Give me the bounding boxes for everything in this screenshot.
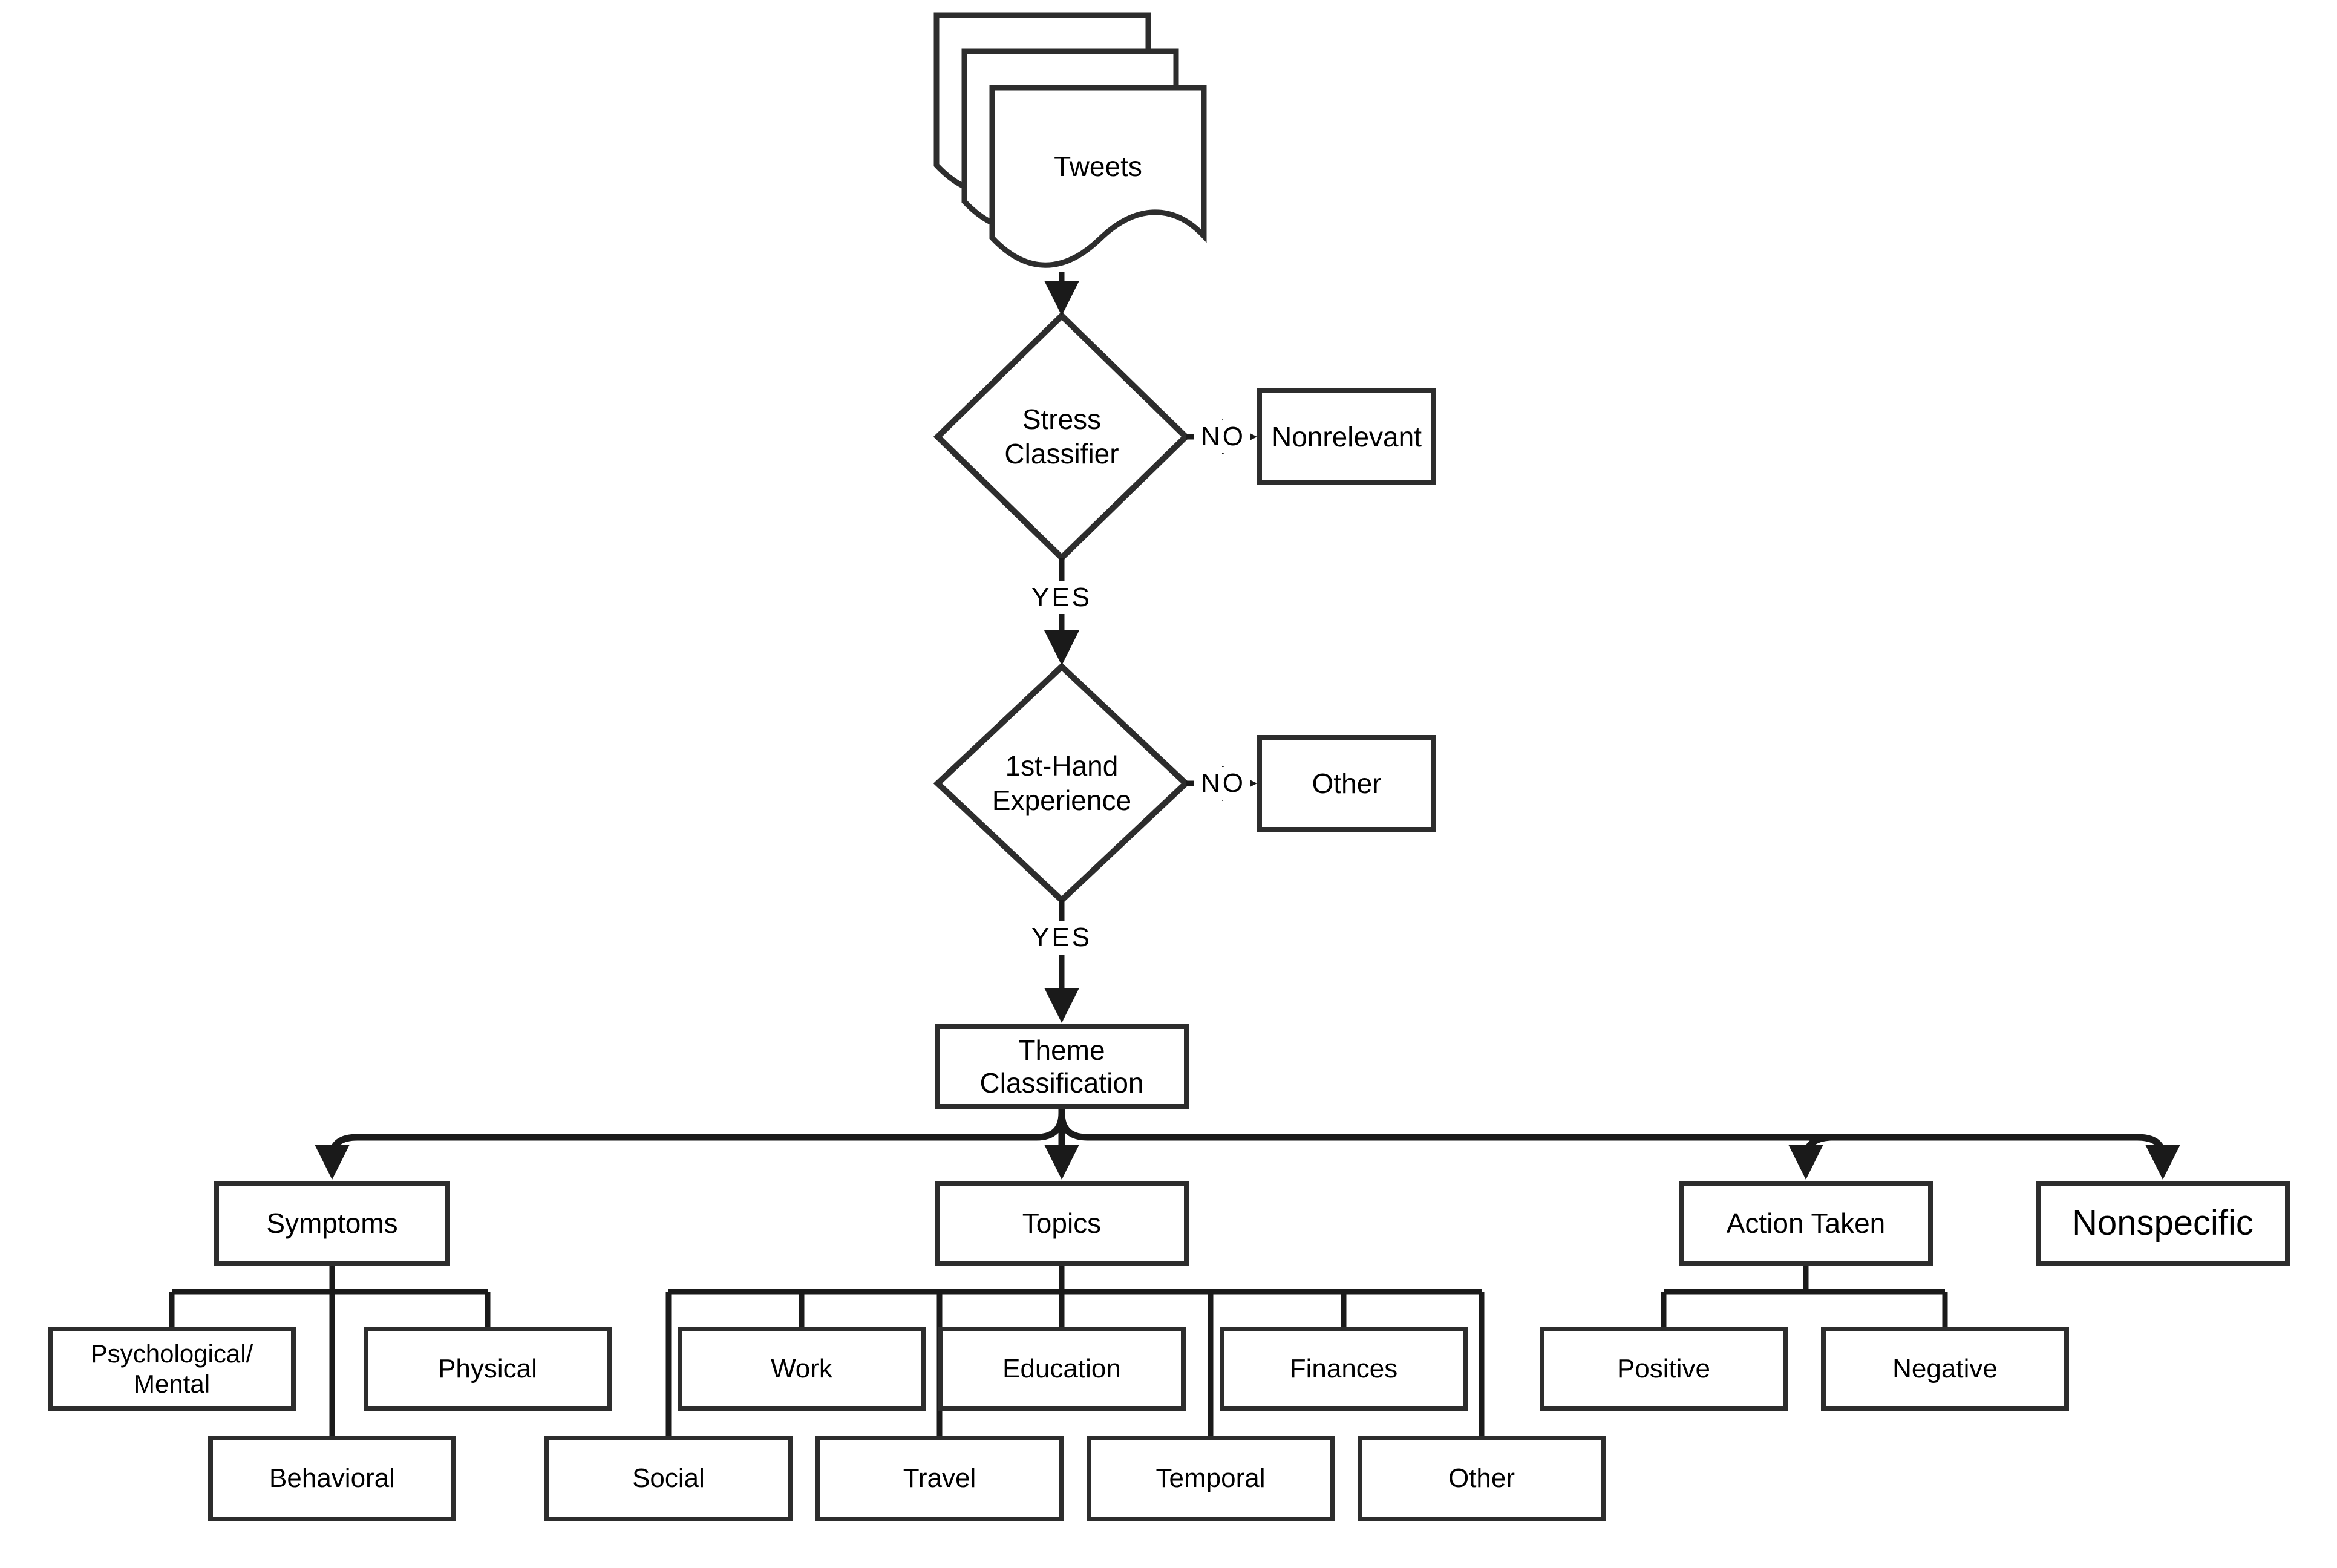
- rail-theme-left-branch: [328, 1112, 1065, 1157]
- node-other-bottom: Other: [1358, 1436, 1606, 1521]
- node-theme-classification: Theme Classification: [935, 1024, 1189, 1109]
- first-hand-line2: Experience: [992, 785, 1132, 816]
- arrowhead-into-symptoms: [315, 1145, 350, 1180]
- node-finances: Finances: [1220, 1327, 1468, 1411]
- edge-label-no-1: NO: [1196, 420, 1250, 453]
- node-other-terminal: Other: [1257, 735, 1436, 832]
- arrowhead-into-topics: [1044, 1145, 1079, 1180]
- stress-classifier-line2: Classifier: [1004, 438, 1119, 469]
- arrowhead-into-nonspecific: [2145, 1145, 2180, 1180]
- node-temporal: Temporal: [1087, 1436, 1335, 1521]
- node-physical: Physical: [364, 1327, 612, 1411]
- node-nonrelevant: Nonrelevant: [1257, 388, 1436, 485]
- arrowhead-into-theme: [1044, 988, 1079, 1023]
- node-education: Education: [938, 1327, 1186, 1411]
- first-hand-experience-label: 1st-Hand Experience: [953, 749, 1171, 818]
- rail-theme-right-branch: [1058, 1112, 2166, 1157]
- node-travel: Travel: [815, 1436, 1064, 1521]
- node-topics: Topics: [935, 1181, 1189, 1266]
- node-action-taken: Action Taken: [1679, 1181, 1933, 1266]
- theme-line1: Theme: [1018, 1034, 1105, 1066]
- node-behavioral: Behavioral: [208, 1436, 456, 1521]
- node-positive: Positive: [1540, 1327, 1788, 1411]
- tweets-text: Tweets: [1054, 151, 1142, 182]
- first-hand-line1: 1st-Hand: [1005, 750, 1119, 782]
- stress-classifier-line1: Stress: [1022, 403, 1102, 435]
- arrowhead-into-action-taken: [1788, 1145, 1823, 1180]
- edge-label-yes-2: YES: [1026, 921, 1097, 954]
- node-psychological-mental: Psychological/ Mental: [48, 1327, 296, 1411]
- document-stack-icon: [933, 12, 1207, 268]
- tweets-source-label: Tweets: [992, 97, 1204, 236]
- node-nonspecific: Nonspecific: [2036, 1181, 2290, 1266]
- node-work: Work: [678, 1327, 926, 1411]
- stress-classifier-label: Stress Classifier: [959, 402, 1165, 471]
- arrowhead-into-stress: [1044, 281, 1079, 316]
- theme-line2: Classification: [979, 1067, 1144, 1099]
- document-sheet-front-icon: [989, 85, 1207, 268]
- psychological-line2: Mental: [133, 1370, 211, 1398]
- node-symptoms: Symptoms: [214, 1181, 450, 1266]
- psychological-line1: Psychological/: [90, 1339, 253, 1368]
- edge-label-yes-1: YES: [1026, 581, 1097, 614]
- node-social: Social: [544, 1436, 793, 1521]
- node-negative: Negative: [1821, 1327, 2069, 1411]
- arrowhead-into-firsthand: [1044, 630, 1079, 665]
- edge-label-no-2: NO: [1196, 767, 1250, 800]
